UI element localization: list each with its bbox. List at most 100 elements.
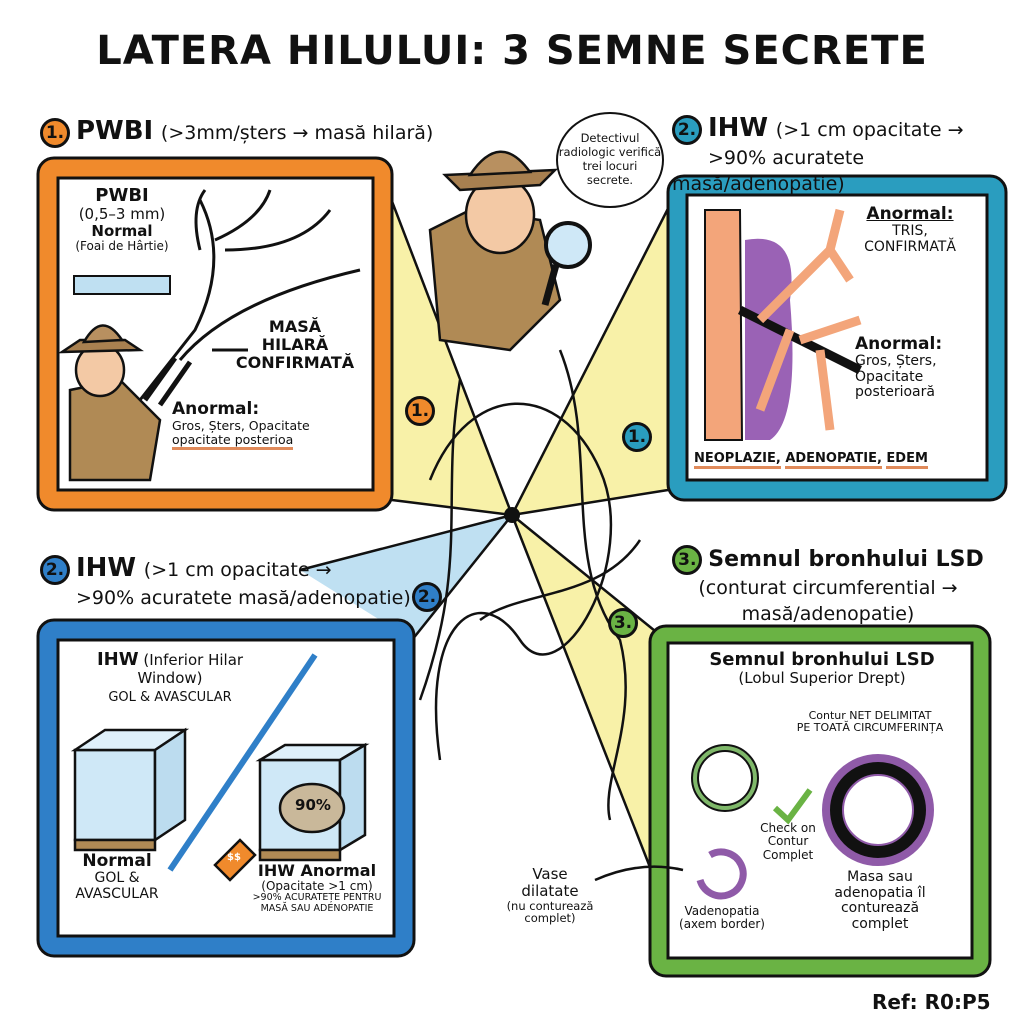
arrow-text-line: CONFIRMATĂ [235,352,355,372]
check-label-line: Check on [760,821,816,835]
divider-line [167,653,318,872]
ihw-abn-sub: (Opacitate >1 cm) [261,878,373,893]
panel1-abnormal-line1: Gros, Șters, Opacitate [172,418,310,434]
panel2-abn1-line: CONFIRMATĂ [864,238,956,255]
vase-sub-line: (nu conturează [506,898,594,913]
vad-label: Vadenopatia (axem border) [672,904,772,932]
label-neoplazie: NEOPLAZIE, [694,451,781,469]
ihw-title: IHW [96,649,139,670]
small-detective [57,324,162,482]
panel1-abnormal-line2: opacitate posterioa [172,432,294,451]
mass-label-line: adenopatia îl [834,884,926,901]
reference-label: Ref: R0:P5 [872,990,991,1014]
bronchial-tree-drawing [138,189,361,407]
panel2-bottom-labels: NEOPLAZIE, ADENOPATIE, EDEM [694,451,984,469]
check-icon [772,788,813,825]
panel2b-heading-sub1: (>1 cm opacitate → [143,559,332,581]
panel2-heading-title: IHW [708,113,769,143]
contour-note-line: Contur NET DELIMITAT [808,709,932,722]
panel2b-heading-title: IHW [76,553,137,583]
pwbi-paper: (Foai de Hârtie) [75,238,169,253]
cube-value: 90% [295,796,331,814]
hilum-drawing [704,208,863,441]
panel2-heading-sub2: >90% acuratete masă/adenopatie) [672,147,865,195]
ihw-normal-title: Normal [82,851,152,871]
panel2-abn2-line: posterioară [855,384,935,401]
panel1-heading-title: PWBI [76,116,154,146]
mass-label-line: complet [851,916,909,933]
panel2-abn2-line: Gros, Șters, [855,353,937,370]
panel2b-heading-sub2: >90% acuratete masă/adenopatie) [76,587,411,609]
panel2b-heading: 2.IHW (>1 cm opacitate → >90% acuratete … [40,555,411,611]
ruler-icon [73,275,171,295]
light-beam-2b [300,515,512,640]
panel1-abnormal: Anormal: Gros, Șters, Opacitate opacitat… [172,399,372,451]
marker-2-blue: 2. [412,582,442,612]
marker-1-teal: 1. [622,422,652,452]
ihw-title-desc: GOL & AVASCULAR [108,689,232,705]
ihw-title-sub: (Inferior Hilar Window) [137,651,244,688]
ihw-title-block: IHW (Inferior Hilar Window) GOL & AVASCU… [70,649,270,706]
panel1-normal-label: PWBI (0,5–3 mm) Normal (Foai de Hârtie) [62,185,182,253]
panel3-heading: 3.Semnul bronhului LSD (conturat circumf… [648,545,1008,627]
pwbi-normal: Normal [91,221,153,240]
ihw-abnormal-label: IHW Anormal (Opacitate >1 cm) >90% ACURA… [232,862,402,915]
panel3-heading-sub1: (conturat circumferential → [698,577,958,599]
ihw-normal-label: Normal GOL & AVASCULAR [62,851,172,902]
panel2-abnormal-2: Anormal: Gros, Șters, Opacitate posterio… [855,334,980,401]
panel1-heading-sub: (>3mm/șters → masă hilară) [160,122,434,144]
glass-cube-abnormal [213,742,370,882]
ihw-normal-line: GOL & [94,870,140,887]
price-tag-icon: $$ [227,852,241,863]
check-label-line: Complet [762,847,814,862]
vase-title-line: dilatate [521,881,579,900]
masa-hilara-confirmata: MASĂ HILARĂ CONFIRMATĂ [230,318,360,372]
panel2-abnormal-1: Anormal: TRIS, CONFIRMATĂ [845,204,975,255]
purple-ring-small [696,848,747,900]
panel1-abnormal-title: Anormal: [172,399,260,419]
panel2-heading-sub1: (>1 cm opacitate → [775,119,964,141]
ihw-abn-line: >90% ACURATEȚE PENTRU [252,892,382,904]
panel1-badge: 1. [40,118,70,148]
page-title: LATERA HILULUI: 3 SEMNE SECRETE [96,28,928,74]
vase-title-line: Vase [532,865,568,883]
ihw-abn-line: MASĂ SAU ADENOPATIE [260,902,374,914]
lsd-title: Semnul bronhului LSD [709,649,935,670]
panel2-heading: 2.IHW (>1 cm opacitate → >90% acuratete … [672,115,1024,197]
detective-figure [428,150,592,352]
lsd-title-block: Semnul bronhului LSD (Lobul Superior Dre… [672,649,972,688]
speech-bubble: Detectivul radiologic verifică trei locu… [556,112,664,208]
vad-label-line: (axem border) [679,917,765,932]
pwbi-range: (0,5–3 mm) [78,205,166,224]
panel1-heading: 1.PWBI (>3mm/șters → masă hilară) [40,118,433,148]
vase-sub-line: complet) [524,911,576,926]
label-edem: EDEM [886,451,928,469]
vase-dilatate-note: Vase dilatate (nu conturează complet) [495,866,605,925]
panel3-heading-title: Semnul bronhului LSD [708,547,984,572]
mass-label-line: Masa sau [847,869,913,885]
lsd-title-sub: (Lobul Superior Drept) [738,669,906,688]
pwbi-title: PWBI [95,185,149,206]
panel2-abn2-line: Opacitate [855,368,924,385]
panel2-abn2-title: Anormal: [855,334,943,354]
mass-label: Masa sau adenopatia îl conturează comple… [820,869,940,933]
center-point [504,507,520,523]
panel3-badge: 3. [672,545,703,575]
glass-cube-normal [70,727,190,852]
marker-1-orange: 1. [405,396,435,426]
ihw-normal-line: AVASCULAR [75,885,159,902]
panel2-abn1-title: Anormal: [866,204,954,224]
check-label: Check on Contur Complet [752,821,824,862]
panel3-heading-sub2: masă/adenopatie) [741,603,915,625]
contour-note: Contur NET DELIMITAT PE TOATĂ CIRCUMFERI… [770,709,970,735]
panel2-badge: 2. [672,115,702,145]
check-label-line: Contur [767,834,809,849]
label-adenopatie: ADENOPATIE, [785,451,882,469]
contour-note-line: PE TOATĂ CIRCUMFERINȚA [796,721,944,735]
arrow-text-line: HILARĂ [261,334,329,354]
marker-3-green: 3. [608,608,638,638]
ihw-abn-title: IHW Anormal [257,861,377,880]
mass-label-line: conturează [840,900,920,917]
panel2b-badge: 2. [40,555,70,585]
